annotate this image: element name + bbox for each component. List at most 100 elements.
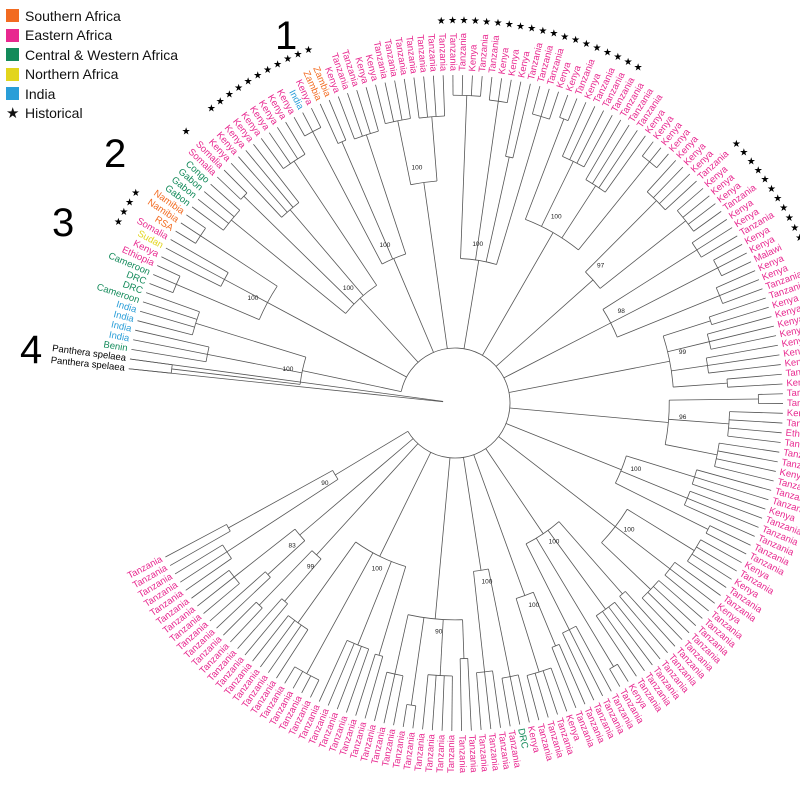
tip-branch [216,577,271,629]
tip-branch [365,87,379,132]
tip-branch [230,607,263,643]
tip-branch [139,310,195,328]
tip-branch [717,450,778,463]
tip-label: Kenya [781,334,800,350]
internal-branch [601,542,651,590]
support-value: 100 [343,285,354,292]
tip-branch [191,206,224,231]
tip-branch [238,156,288,213]
tip-branch [137,320,193,336]
deep-branch [379,452,432,557]
support-value: 100 [412,164,423,171]
tip-label: Kenya [783,345,800,360]
internal-branch [626,455,695,478]
historical-star-icon: ★ [253,71,262,82]
internal-branch [541,161,574,227]
tip-branch [260,620,296,668]
tip-branch [145,292,200,313]
tip-branch [608,606,653,666]
historical-star-icon: ★ [131,188,140,199]
internal-branch [617,295,720,338]
tip-branch [646,160,677,193]
tip-branch [442,75,446,117]
historical-star-icon: ★ [216,96,225,107]
tip-branch [727,435,781,443]
tip-branch [355,653,376,716]
deep-branch [393,258,434,353]
legend-swatch [6,48,19,62]
tip-branch [413,77,420,119]
tip-branch [559,94,569,118]
tip-label: Tanzania [466,734,479,773]
internal-branch [439,619,444,676]
tip-label: Kenya [776,313,800,330]
internal-branch [397,120,412,185]
tip-branch [669,568,715,604]
historical-star-icon: ★ [207,103,216,114]
node-arc [476,670,493,674]
internal-branch [515,598,540,673]
tip-branch [719,442,780,453]
node-arc [418,115,445,119]
support-value: 100 [549,538,560,545]
tip-branch [583,114,613,168]
internal-branch [312,131,383,265]
historical-star-icon: ★ [244,77,253,88]
legend-item: Eastern Africa [6,26,178,46]
tip-branch [245,150,294,208]
node-arc [386,671,404,677]
tip-branch [327,643,355,706]
tip-branch [422,674,429,730]
internal-branch [488,568,511,677]
tip-branch [691,553,732,580]
node-arc [304,127,322,137]
tip-branch [687,497,759,528]
internal-branch [233,528,296,578]
tip-branch [441,675,445,731]
tip-branch [687,560,727,588]
tip-branch [653,586,697,627]
tip-branch [729,411,783,414]
tip-branch [480,76,483,97]
tip-branch [364,656,384,719]
internal-branch [243,195,355,305]
internal-branch [462,619,465,659]
tip-branch [186,214,206,229]
tip-branch [484,671,492,730]
legend-label: Northern Africa [25,66,119,83]
tip-branch [383,674,396,724]
tip-branch [696,469,772,491]
tip-branch [180,222,201,237]
internal-branch [614,526,671,570]
node-arc [664,400,670,445]
historical-star-icon: ★ [785,213,794,224]
historical-star-icon: ★ [505,20,514,31]
tip-branch [727,383,783,388]
internal-branch [341,141,394,260]
internal-branch [535,537,614,667]
clade-number-1: 1 [275,14,298,58]
internal-branch [667,341,710,353]
tip-branch [170,239,229,273]
tip-branch [157,265,181,277]
tip-branch [412,705,417,729]
support-value: 99 [679,349,687,356]
support-value: 90 [321,480,329,487]
tip-branch [562,102,587,157]
tip-branch [165,524,227,558]
internal-branch [615,482,709,530]
tip-branch [758,393,783,395]
historical-star-icon: ★ [613,52,622,63]
historical-star-icon: ★ [283,54,292,65]
deep-branch [482,232,554,356]
support-value: 100 [551,213,562,220]
tip-branch [175,230,196,244]
node-arc [726,379,728,388]
tip-branch [237,598,283,649]
node-arc [406,704,416,707]
tip-label: Tanzania [787,398,800,409]
tip-branch [267,624,302,673]
node-arc [410,180,438,186]
node-arc [228,570,240,584]
